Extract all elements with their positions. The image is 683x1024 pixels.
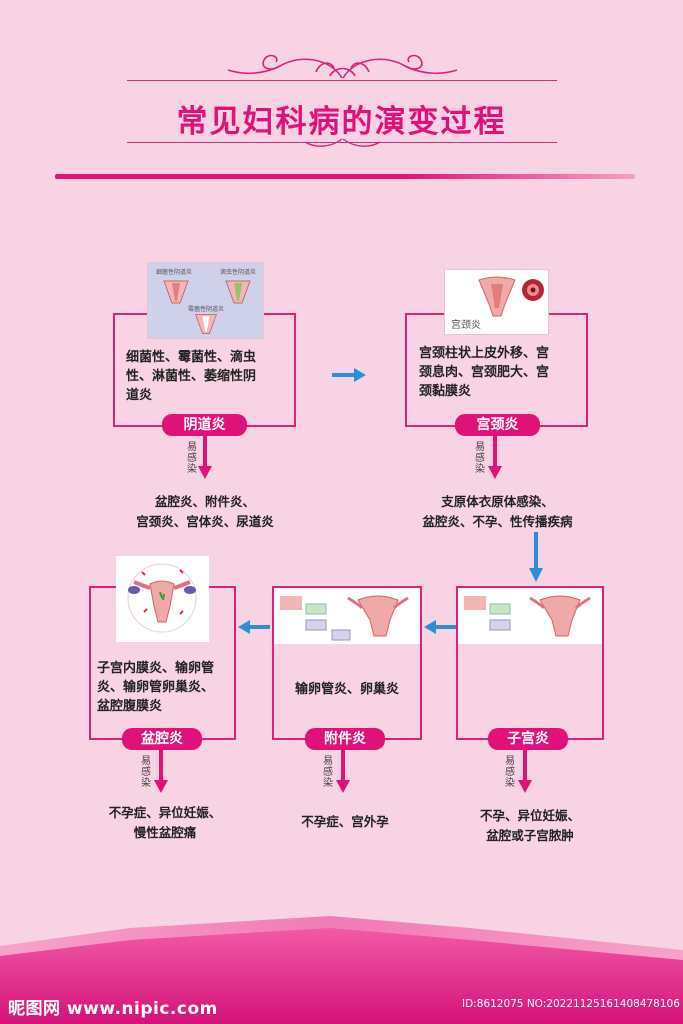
adnexitis-desc-line-1: 输卵管炎、卵巢炎 <box>294 682 399 697</box>
flow-arrow-left-icon <box>238 620 270 634</box>
page-title: 常见妇科病的演变过程 <box>176 104 507 140</box>
endometritis-down-arrow-icon <box>518 750 532 793</box>
uterus-cross-section-icon <box>194 314 218 334</box>
pid-desc-line-2: 炎、输卵管卵巢炎、 <box>97 680 215 695</box>
endometritis-illustration <box>458 588 602 644</box>
vaginitis-description: 细菌性、霉菌性、滴虫 性、淋菌性、萎缩性阴 道炎 <box>126 348 291 405</box>
pid-outcome: 不孕症、异位妊娠、 慢性盆腔痛 <box>85 803 245 843</box>
uterus-cross-section-icon <box>163 280 189 304</box>
pid-outcome-line-2: 慢性盆腔痛 <box>133 825 197 840</box>
pid-desc-line-1: 子宫内膜炎、输卵管 <box>97 661 215 676</box>
cervicitis-illustration: 宫颈炎 <box>444 269 549 335</box>
cervicitis-outcome: 支原体衣原体感染、 盆腔炎、不孕、性传播疾病 <box>390 492 605 532</box>
vaginitis-desc-line-3: 道炎 <box>126 388 153 403</box>
vaginitis-label: 阴道炎 <box>162 414 247 436</box>
adnexitis-arrow-text: 易感染 <box>323 756 333 789</box>
pid-illustration <box>116 556 209 642</box>
endometritis-label: 子宫炎 <box>488 728 568 750</box>
endometritis-outcome-line-2: 盆腔或子宫脓肿 <box>486 828 574 843</box>
title-rule-bottom <box>127 142 557 143</box>
vaginitis-outcome: 盆腔炎、附件炎、 宫颈炎、宫体炎、尿道炎 <box>100 492 310 532</box>
pid-label: 盆腔炎 <box>122 728 202 750</box>
pid-down-arrow-icon <box>154 750 168 793</box>
watermark-id: ID:8612075 NO:20221125161408478106 <box>462 998 680 1010</box>
cervix-closeup-icon <box>522 279 544 301</box>
cervicitis-illustration-caption: 宫颈炎 <box>451 320 481 331</box>
cervicitis-arrow-text: 易感染 <box>475 442 485 475</box>
uterus-cross-section-icon <box>225 280 251 304</box>
uterus-icon <box>478 276 516 317</box>
flow-arrow-left-icon <box>424 620 456 634</box>
cervicitis-desc-line-3: 颈黏膜炎 <box>419 384 472 399</box>
vaginitis-caption-1: 细菌性阴道炎 <box>156 269 193 276</box>
vaginitis-illustration: 细菌性阴道炎 滴虫性阴道炎 霉菌性阴道炎 <box>147 262 264 339</box>
title-flourish-icon <box>304 138 381 147</box>
vaginitis-caption-2: 滴虫性阴道炎 <box>220 269 257 276</box>
pid-outcome-line-1: 不孕症、异位妊娠、 <box>108 805 222 820</box>
adnexitis-outcome: 不孕症、宫外孕 <box>270 812 420 832</box>
vaginitis-down-arrow-icon <box>198 436 212 479</box>
endometritis-outcome-line-1: 不孕、异位妊娠、 <box>479 808 580 823</box>
header-divider <box>55 174 635 179</box>
cervicitis-outcome-line-2: 盆腔炎、不孕、性传播疾病 <box>422 514 573 529</box>
pid-description: 子宫内膜炎、输卵管 炎、输卵管卵巢炎、 盆腔腹膜炎 <box>97 659 232 716</box>
cervicitis-down-arrow-icon <box>488 436 502 479</box>
vaginitis-desc-line-2: 性、淋菌性、萎缩性阴 <box>126 369 257 384</box>
pid-desc-line-3: 盆腔腹膜炎 <box>97 699 163 714</box>
cervicitis-outcome-line-1: 支原体衣原体感染、 <box>441 494 554 509</box>
reproductive-system-icon <box>280 595 409 641</box>
vaginitis-caption-3: 霉菌性阴道炎 <box>188 306 225 313</box>
title-ornament-icon <box>227 54 458 79</box>
cervicitis-label: 宫颈炎 <box>455 414 540 436</box>
endometritis-outcome: 不孕、异位妊娠、 盆腔或子宫脓肿 <box>445 806 615 846</box>
adnexitis-outcome-line-1: 不孕症、宫外孕 <box>301 814 389 829</box>
vaginitis-outcome-line-2: 宫颈炎、宫体炎、尿道炎 <box>136 514 274 529</box>
adnexitis-label: 附件炎 <box>305 728 385 750</box>
cervicitis-description: 宫颈柱状上皮外移、宫 颈息肉、宫颈肥大、宫 颈黏膜炎 <box>419 344 584 401</box>
adnexitis-illustration <box>274 588 420 644</box>
pid-arrow-text: 易感染 <box>141 756 151 789</box>
flow-arrow-right-icon <box>332 368 366 382</box>
flow-arrow-down-icon <box>529 532 543 582</box>
title-rule-top <box>127 80 557 81</box>
cervicitis-desc-line-1: 宫颈柱状上皮外移、宫 <box>419 346 550 361</box>
uterus-diagram-icon <box>127 563 197 633</box>
vaginitis-outcome-line-1: 盆腔炎、附件炎、 <box>154 494 255 509</box>
endometritis-arrow-text: 易感染 <box>505 756 515 789</box>
adnexitis-down-arrow-icon <box>336 750 350 793</box>
footer-decorative-band <box>0 916 683 1024</box>
vaginitis-arrow-text: 易感染 <box>187 442 197 475</box>
reproductive-system-icon <box>464 595 591 637</box>
vaginitis-desc-line-1: 细菌性、霉菌性、滴虫 <box>126 350 257 365</box>
cervicitis-desc-line-2: 颈息肉、宫颈肥大、宫 <box>419 365 550 380</box>
watermark-site: 昵图网 www.nipic.com <box>8 999 218 1019</box>
adnexitis-description: 输卵管炎、卵巢炎 <box>272 680 422 699</box>
